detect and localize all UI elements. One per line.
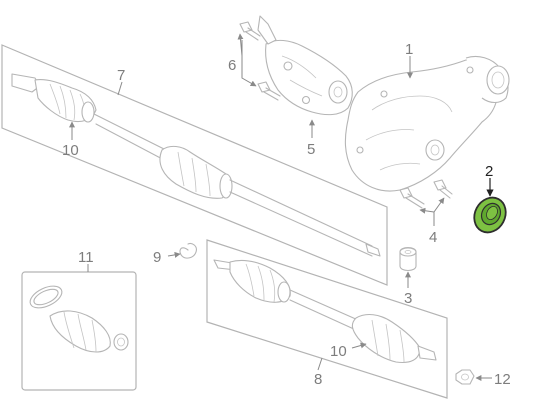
callout-10-lower: 10: [330, 343, 347, 360]
callout-3: 3: [404, 290, 412, 307]
upper-shaft: [93, 113, 171, 163]
callout-8: 8: [314, 371, 322, 388]
callout-5: 5: [307, 141, 315, 158]
callout-12: 12: [494, 371, 511, 388]
differential-housing: [344, 55, 510, 192]
callout-7: 7: [117, 67, 125, 84]
callout-2: 2: [485, 163, 493, 180]
lower-left-cv-joint: [213, 259, 291, 303]
transfer-case: [257, 15, 353, 116]
lower-right-cv-joint: [351, 313, 437, 364]
leader-lines: [69, 33, 494, 381]
lower-driveshaft-group: [206, 239, 448, 399]
oil-seal-highlighted[interactable]: [468, 192, 511, 238]
callout-9: 9: [153, 249, 161, 266]
callout-1: 1: [405, 41, 413, 58]
callout-labels: 1 2 3 4 5 6 7 8 9 10 10 11 12: [62, 41, 511, 388]
upper-left-cv-joint: [11, 73, 97, 123]
boot-kit-group: [21, 271, 137, 391]
callout-4: 4: [429, 229, 437, 246]
callout-10-upper: 10: [62, 142, 79, 159]
upper-driveshaft-frame: [1, 44, 388, 286]
upper-driveshaft-group: [1, 44, 388, 286]
differential-bolts: [399, 179, 453, 209]
lower-driveshaft-frame: [206, 239, 448, 399]
callout-11: 11: [78, 249, 94, 266]
snap-ring: [179, 242, 197, 259]
upper-right-cv-joint: [159, 145, 233, 199]
mount-bolts: [239, 21, 281, 101]
callout-6: 6: [228, 57, 236, 74]
axle-nut: [455, 369, 475, 385]
bushing: [399, 246, 417, 272]
boot-kit-frame: [21, 271, 137, 391]
